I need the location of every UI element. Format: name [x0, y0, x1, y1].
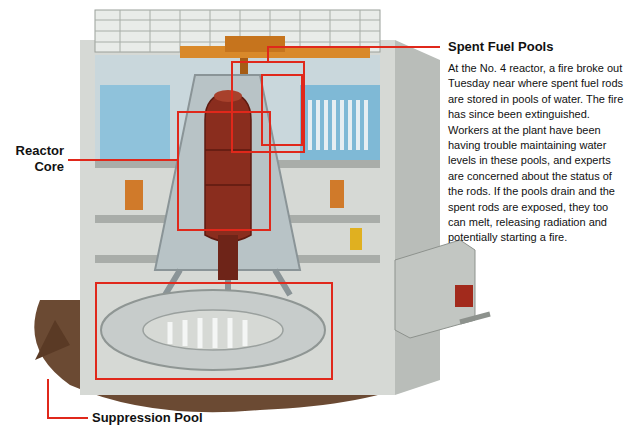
callout-note: At the No. 4 reactor, a fire broke out T…: [448, 61, 624, 246]
callout-box: [178, 112, 270, 230]
leader-line: [48, 379, 88, 418]
callout-label: Reactor Core: [4, 143, 64, 174]
callout-box: [232, 62, 304, 152]
duct-pipe: [460, 314, 490, 322]
roof-frame: [95, 10, 380, 52]
spent-fuel-pool: [300, 85, 380, 160]
crane-trolley: [225, 36, 285, 52]
vessel-skirt: [218, 235, 238, 280]
duct-opening: [455, 285, 473, 307]
torus-vents: [170, 318, 245, 348]
callout-box: [262, 75, 302, 145]
pump: [330, 180, 344, 208]
suppression-torus: [101, 290, 325, 370]
vessel-head: [214, 90, 242, 102]
valve: [350, 228, 362, 250]
callout-heading: Spent Fuel Pools: [448, 39, 626, 55]
fuel-racks: [310, 100, 366, 150]
equipment-pool: [100, 85, 170, 160]
reactor-vessel: [205, 92, 251, 242]
vessel-rings: [205, 150, 251, 185]
roof-lattice: [95, 10, 380, 52]
building-side: [395, 40, 440, 395]
ground-rock: [35, 320, 70, 360]
leader-line: [268, 47, 440, 62]
callout-label: Suppression Pool: [92, 410, 252, 426]
leader-line: [68, 159, 178, 161]
pump: [125, 180, 143, 210]
building-front: [80, 40, 395, 395]
callout-box: [96, 283, 332, 379]
torus-inner: [143, 310, 283, 350]
